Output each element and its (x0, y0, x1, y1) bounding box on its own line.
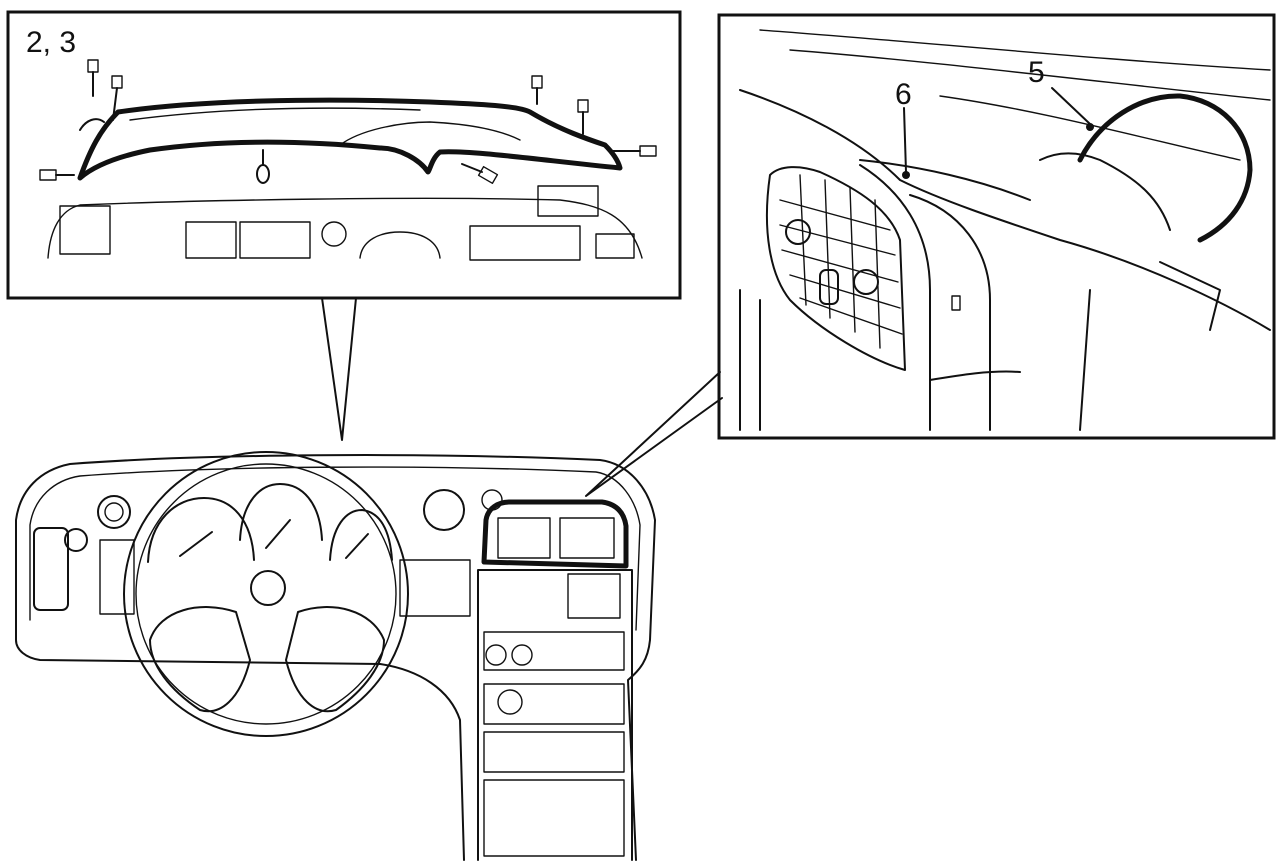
support-rod (1079, 289, 1091, 431)
gauge-icon (147, 497, 255, 563)
headlight-knob (64, 528, 88, 552)
clip-bracket (79, 118, 105, 131)
screw-icon (577, 99, 589, 135)
center-vent-highlight (481, 499, 629, 569)
gauge-icon (239, 483, 323, 549)
defroster-duct-side (1039, 152, 1171, 231)
leader-5 (1051, 87, 1091, 125)
leader-dot (902, 171, 910, 179)
dash-body-outline (47, 197, 643, 259)
center-vent-right (559, 517, 615, 559)
panel-edge-line (129, 107, 421, 121)
duct-bracket (1159, 261, 1221, 331)
vent-grille-icon (765, 166, 906, 371)
switch-panel (483, 731, 625, 773)
screw-icon (111, 75, 123, 121)
screw-icon (461, 163, 499, 185)
gauge-icon (329, 509, 393, 561)
radio-knob (485, 644, 507, 666)
windshield-line (789, 49, 1271, 101)
leader-dot (1086, 123, 1094, 131)
dash-left-vent (59, 205, 111, 255)
left-vent (33, 527, 69, 611)
vent-knob (785, 219, 811, 245)
left-panel-edge (739, 289, 761, 431)
defroster-duct (1077, 93, 1253, 243)
dash-knob (321, 221, 347, 247)
panel-clip (951, 295, 961, 311)
vent-slider (819, 269, 839, 305)
pointer-left (321, 297, 357, 441)
dash-top-edge (739, 89, 1271, 331)
dash-top-panel (77, 97, 623, 181)
screw-icon (256, 149, 270, 184)
center-stack (477, 569, 633, 861)
vent-knob (853, 269, 879, 295)
leader-6 (903, 107, 907, 173)
dash-switch (595, 233, 635, 259)
vent-housing-edge (859, 164, 931, 431)
screw-icon (39, 169, 75, 181)
callout-label-6: 6 (895, 78, 912, 111)
dash-gauge-recess (239, 221, 311, 259)
dimmer-knob-inner (104, 502, 124, 522)
center-knob (423, 489, 465, 531)
pointer-right (585, 371, 723, 497)
climate-control (483, 683, 625, 725)
callout-label-2-3: 2, 3 (26, 26, 76, 59)
center-vent-left (497, 517, 551, 559)
screw-icon (611, 145, 657, 157)
climate-knob (497, 689, 523, 715)
detail-left-panel: 2, 3 (6, 10, 682, 300)
radio-knob (511, 644, 533, 666)
screw-icon (87, 59, 99, 97)
dash-inner-edge (859, 159, 1031, 201)
callout-label-5: 5 (1028, 56, 1045, 89)
left-switch-panel (99, 539, 135, 615)
dash-gauge-recess (185, 221, 237, 259)
dash-center-recess (469, 225, 581, 261)
radio-unit (483, 631, 625, 671)
right-of-wheel-panel (399, 559, 471, 617)
steering-wheel-icon (123, 451, 409, 737)
dashboard-outline (15, 454, 656, 861)
hazard-switch (567, 573, 621, 619)
dashboard-inner-outline (29, 466, 641, 631)
dash-right-bracket (537, 185, 599, 217)
storage-tray (483, 779, 625, 857)
panel-wire (929, 370, 1021, 381)
dimmer-knob (97, 495, 131, 529)
center-panel-edge (909, 194, 991, 431)
panel-hump-line (339, 121, 521, 146)
windshield-line (759, 29, 1271, 71)
main-dashboard (15, 451, 656, 861)
detail-right-panel: 6 5 (717, 13, 1276, 440)
dash-gauge-arc (359, 231, 441, 259)
screw-icon (531, 75, 543, 105)
